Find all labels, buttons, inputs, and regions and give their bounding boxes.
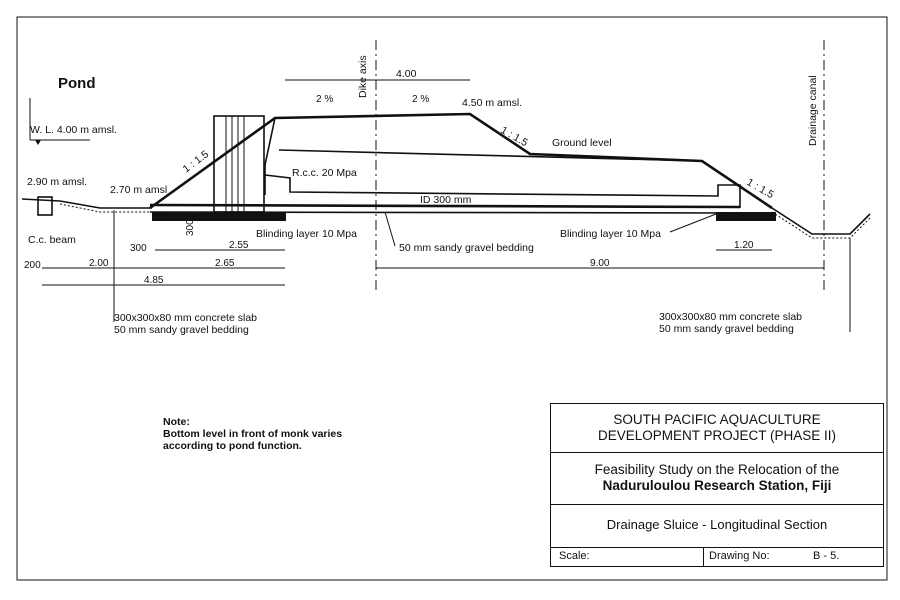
cc-beam-label: C.c. beam <box>28 234 76 246</box>
crest-slope-right: 2 % <box>412 94 429 105</box>
pond-slab <box>59 203 152 213</box>
cc-beam-shape <box>37 196 53 216</box>
slope-ratio-left: 1 : 1.5 <box>181 148 212 175</box>
slope-ratio-right-bottom: 1 : 1.5 <box>745 176 776 201</box>
canal-profile <box>771 207 871 235</box>
ground-level-line <box>278 149 703 162</box>
slab-left-line2: 50 mm sandy gravel bedding <box>114 324 249 336</box>
dim-265-label: 2.65 <box>215 258 235 269</box>
rcc-label: R.c.c. 20 Mpa <box>292 167 357 179</box>
dike-crest-outline <box>149 112 773 210</box>
pipe-top <box>149 203 741 209</box>
pond-bottom <box>21 198 152 209</box>
crest-width-label: 4.00 <box>396 68 417 80</box>
org-line-2: DEVELOPMENT PROJECT (PHASE II) <box>597 428 837 443</box>
dim-255-label: 2.55 <box>229 240 249 251</box>
dim-485-label: 4.85 <box>144 275 164 286</box>
org-line-1: SOUTH PACIFIC AQUACULTURE <box>613 412 821 427</box>
title-divider-1 <box>551 452 883 453</box>
slab-left-line1: 300x300x80 mm concrete slab <box>114 312 257 324</box>
dim-300-vertical: 300 <box>185 219 196 236</box>
crest-slope-left: 2 % <box>316 94 333 105</box>
title-divider-2 <box>551 504 883 505</box>
title-divider-3 <box>551 547 883 548</box>
note-block: Note: Bottom level in front of monk vari… <box>163 416 342 452</box>
rcc-encasement <box>264 174 741 208</box>
slab-right-line2: 50 mm sandy gravel bedding <box>659 323 794 335</box>
study-line-2: Naduruloulou Research Station, Fiji <box>602 478 832 493</box>
dike-left-face <box>264 117 276 195</box>
note-heading: Note: <box>163 416 190 428</box>
ground-level-label: Ground level <box>552 137 612 149</box>
blinding-left-label: Blinding layer 10 Mpa <box>256 228 357 240</box>
leader-blinding-right <box>669 213 717 233</box>
note-line-1: Bottom level in front of monk varies <box>163 428 343 440</box>
drawing-no-label: Drawing No: <box>709 550 770 562</box>
drainage-canal-label: Drainage canal <box>807 75 819 146</box>
water-level-marker <box>35 140 41 145</box>
drawing-title: Drainage Sluice - Longitudinal Section <box>606 517 828 532</box>
drawing-no: B - 5. <box>813 550 840 562</box>
scale-label: Scale: <box>559 550 590 562</box>
sheet-border <box>16 16 888 581</box>
note-line-2: according to pond function. <box>163 440 302 452</box>
dim-900-label: 9.00 <box>590 258 610 269</box>
title-divider-4 <box>703 547 704 566</box>
gravel-bedding-label: 50 mm sandy gravel bedding <box>399 242 534 254</box>
dike-axis-label: Dike axis <box>357 55 369 98</box>
title-block: SOUTH PACIFIC AQUACULTURE DEVELOPMENT PR… <box>550 403 884 567</box>
level-270-label: 2.70 m amsl <box>110 184 167 196</box>
blinding-layer-left <box>152 212 286 221</box>
leader-bedding <box>384 211 396 247</box>
dim-120-label: 1.20 <box>734 240 754 251</box>
pipe-label: ID 300 mm <box>420 194 472 206</box>
level-290-label: 2.90 m amsl. <box>27 176 87 188</box>
dim-200: 200 <box>24 260 41 271</box>
pond-label: Pond <box>58 75 96 92</box>
water-level-label: W. L. 4.00 m amsl. <box>30 124 117 136</box>
blinding-right-label: Blinding layer 10 Mpa <box>560 228 661 240</box>
level-450-label: 4.50 m amsl. <box>462 97 522 109</box>
slab-right-line1: 300x300x80 mm concrete slab <box>659 311 802 323</box>
slope-ratio-right-top: 1 : 1.5 <box>499 124 530 149</box>
blinding-layer-right <box>716 212 776 221</box>
dim-200m: 2.00 <box>89 258 109 269</box>
study-line-1: Feasibility Study on the Relocation of t… <box>594 462 840 477</box>
dim-300-horizontal: 300 <box>130 243 147 254</box>
